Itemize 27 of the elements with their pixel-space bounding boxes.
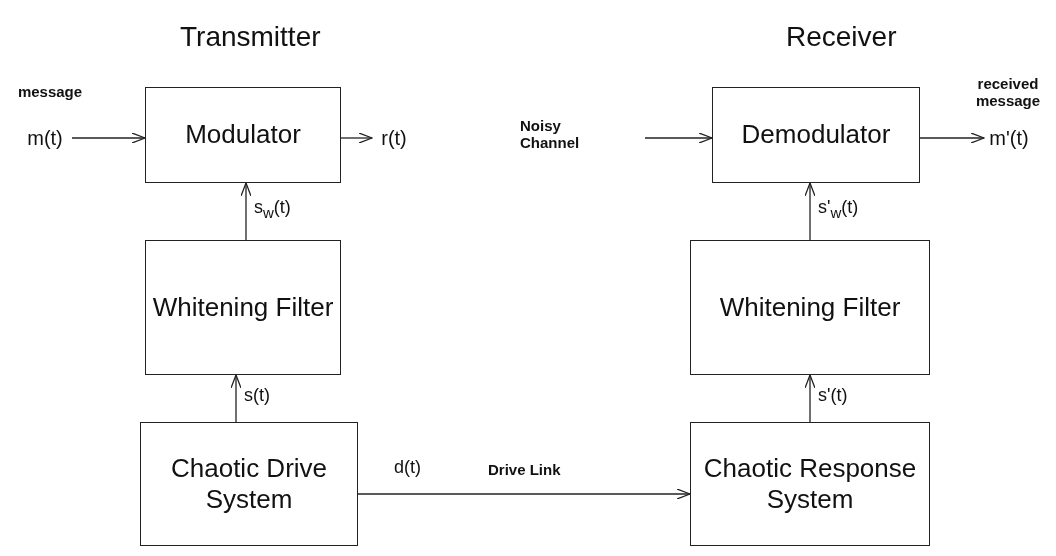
signal-label: r(t) bbox=[381, 126, 407, 150]
process-box: Demodulator bbox=[712, 87, 920, 183]
signal-caption: received message bbox=[974, 76, 1042, 109]
arrow bbox=[804, 182, 816, 241]
arrow bbox=[357, 488, 691, 500]
arrow bbox=[71, 132, 146, 144]
signal-label: m'(t) bbox=[989, 126, 1029, 150]
process-box: Chaotic Response System bbox=[690, 422, 930, 546]
process-box: Whitening Filter bbox=[690, 240, 930, 375]
section-title: Receiver bbox=[786, 22, 897, 53]
section-title: Transmitter bbox=[180, 22, 321, 53]
edge-label: s'(t) bbox=[816, 386, 850, 406]
arrow bbox=[230, 374, 242, 423]
arrow bbox=[240, 182, 252, 241]
link-label: Drive Link bbox=[488, 462, 561, 479]
arrow bbox=[644, 132, 713, 144]
channel-label: Noisy Channel bbox=[520, 118, 581, 151]
process-box: Chaotic Drive System bbox=[140, 422, 358, 546]
arrow bbox=[340, 132, 373, 144]
arrow bbox=[804, 374, 816, 423]
process-box: Modulator bbox=[145, 87, 341, 183]
signal-caption: message bbox=[16, 84, 84, 101]
edge-label: d(t) bbox=[392, 458, 423, 478]
arrow bbox=[919, 132, 985, 144]
signal-label: m(t) bbox=[27, 126, 63, 150]
edge-label: s(t) bbox=[242, 386, 272, 406]
process-box: Whitening Filter bbox=[145, 240, 341, 375]
